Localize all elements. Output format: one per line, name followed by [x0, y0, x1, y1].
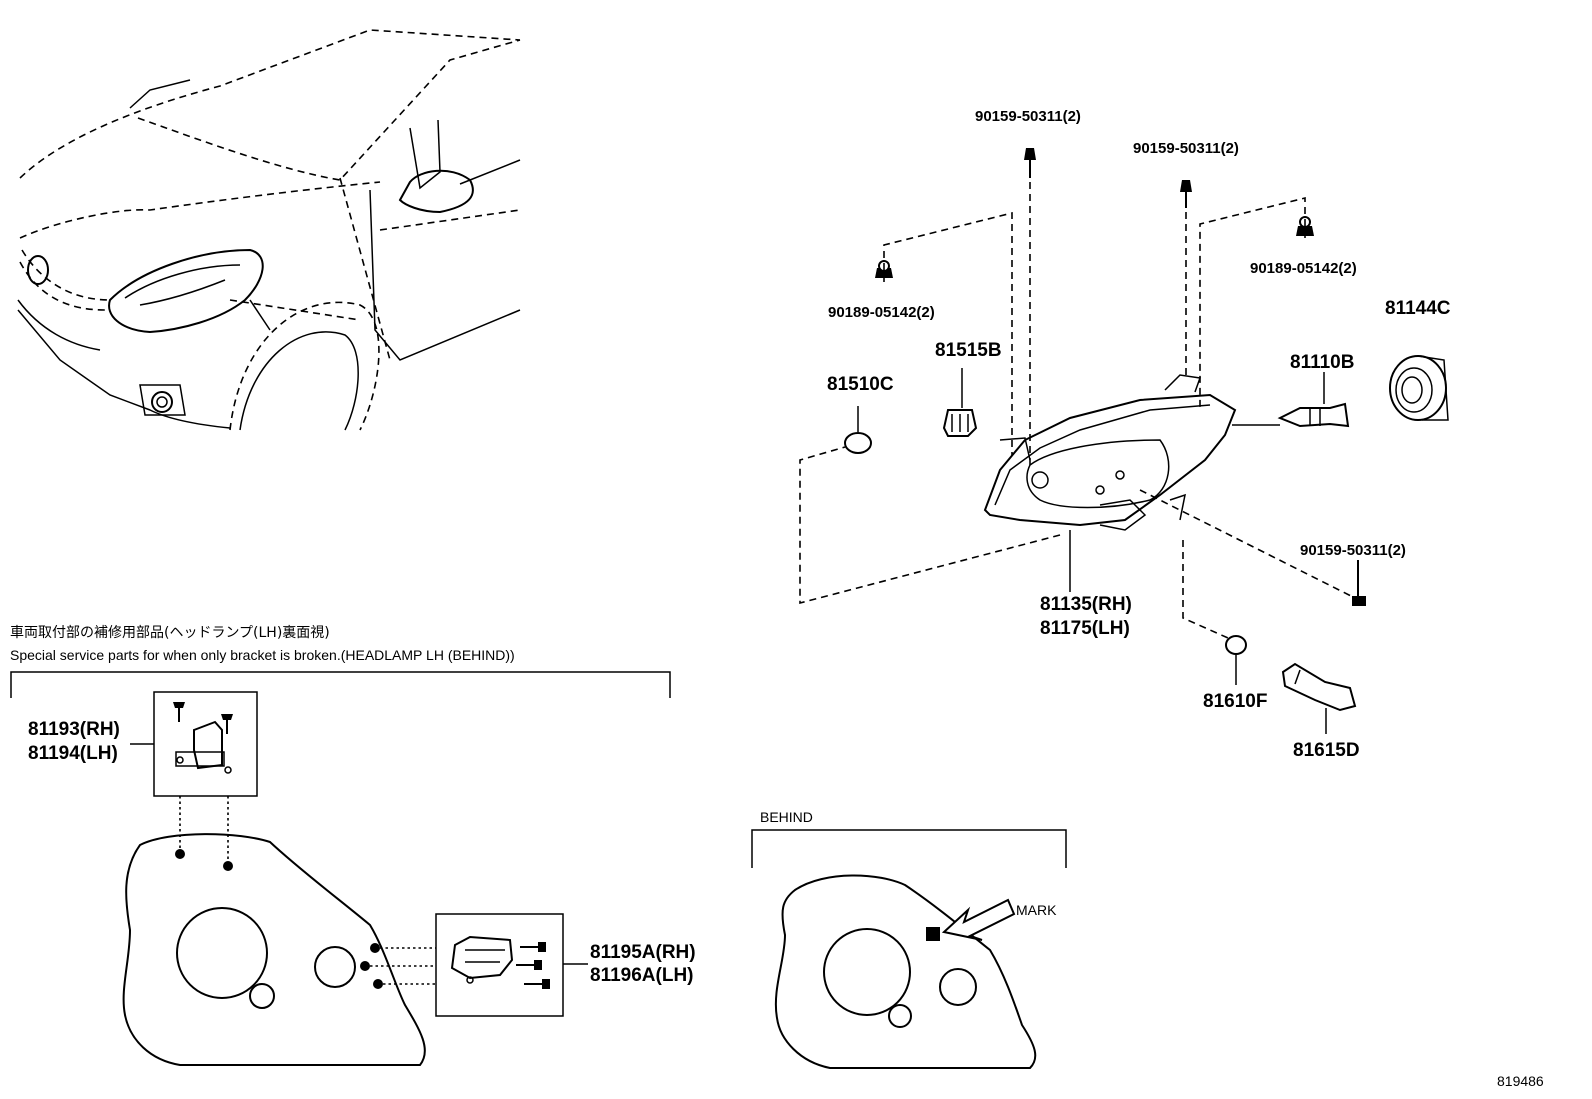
bracket-kit-box-lower [435, 913, 564, 1017]
label-81195a-rh: 81195A(RH) [590, 942, 696, 963]
section-bracket [10, 671, 671, 698]
screw-icon [524, 979, 550, 989]
mark-arrow-icon [941, 898, 1016, 941]
bolt-icon [1180, 180, 1192, 208]
mark-indicator [926, 927, 940, 941]
bracket-81193-icon [175, 720, 232, 774]
label-90189-right: 90189-05142(2) [1250, 260, 1357, 277]
label-90159-mid: 90159-50311(2) [1133, 140, 1239, 157]
section-title-en: Special service parts for when only brac… [10, 647, 515, 663]
label-90189-left: 90189-05142(2) [828, 304, 935, 321]
label-81515b: 81515B [935, 340, 1002, 361]
screw-icon [516, 960, 542, 970]
label-90159-top: 90159-50311(2) [975, 108, 1081, 125]
bracket-81195a-icon [450, 935, 514, 984]
bulb-81110b-icon [1277, 372, 1350, 428]
headlamp-back-behind [774, 874, 1037, 1069]
headlamp-assembly [983, 374, 1237, 531]
label-81175-lh: 81175(LH) [1040, 618, 1130, 639]
label-81193-rh: 81193(RH) [28, 719, 120, 740]
label-81110b: 81110B [1290, 352, 1354, 373]
headlamp-back-lh [122, 833, 426, 1066]
cap-81144c-icon [1389, 355, 1449, 421]
behind-bracket [751, 829, 1067, 868]
label-81144c: 81144C [1385, 298, 1451, 319]
figure-number: 819486 [1497, 1073, 1544, 1089]
screw-icon [173, 702, 185, 722]
screw-icon [221, 714, 233, 734]
section-title-jp: 車両取付部の補修用部品(ヘッドランプ(LH)裏面視) [10, 624, 330, 641]
bulb-81615d-icon [1281, 662, 1357, 734]
label-90159-lower: 90159-50311(2) [1300, 542, 1406, 559]
label-81135-rh: 81135(RH) [1040, 594, 1132, 615]
label-81615d: 81615D [1293, 740, 1360, 761]
bolt-icon [1024, 148, 1036, 178]
bulb-81510c-icon [844, 406, 872, 454]
label-81510c: 81510C [827, 374, 894, 395]
label-81196a-lh: 81196A(LH) [590, 965, 694, 986]
socket-81515b-icon [942, 368, 978, 437]
bulb-81610f-icon [1225, 635, 1247, 685]
screw-icon [520, 942, 546, 952]
bracket-kit-box-upper [153, 691, 258, 797]
mark-label: MARK [1016, 902, 1057, 918]
label-81194-lh: 81194(LH) [28, 743, 118, 764]
label-81610f: 81610F [1203, 691, 1267, 712]
bolt-icon [1352, 560, 1366, 606]
car-front-illustration [17, 29, 521, 431]
behind-title: BEHIND [760, 809, 813, 825]
